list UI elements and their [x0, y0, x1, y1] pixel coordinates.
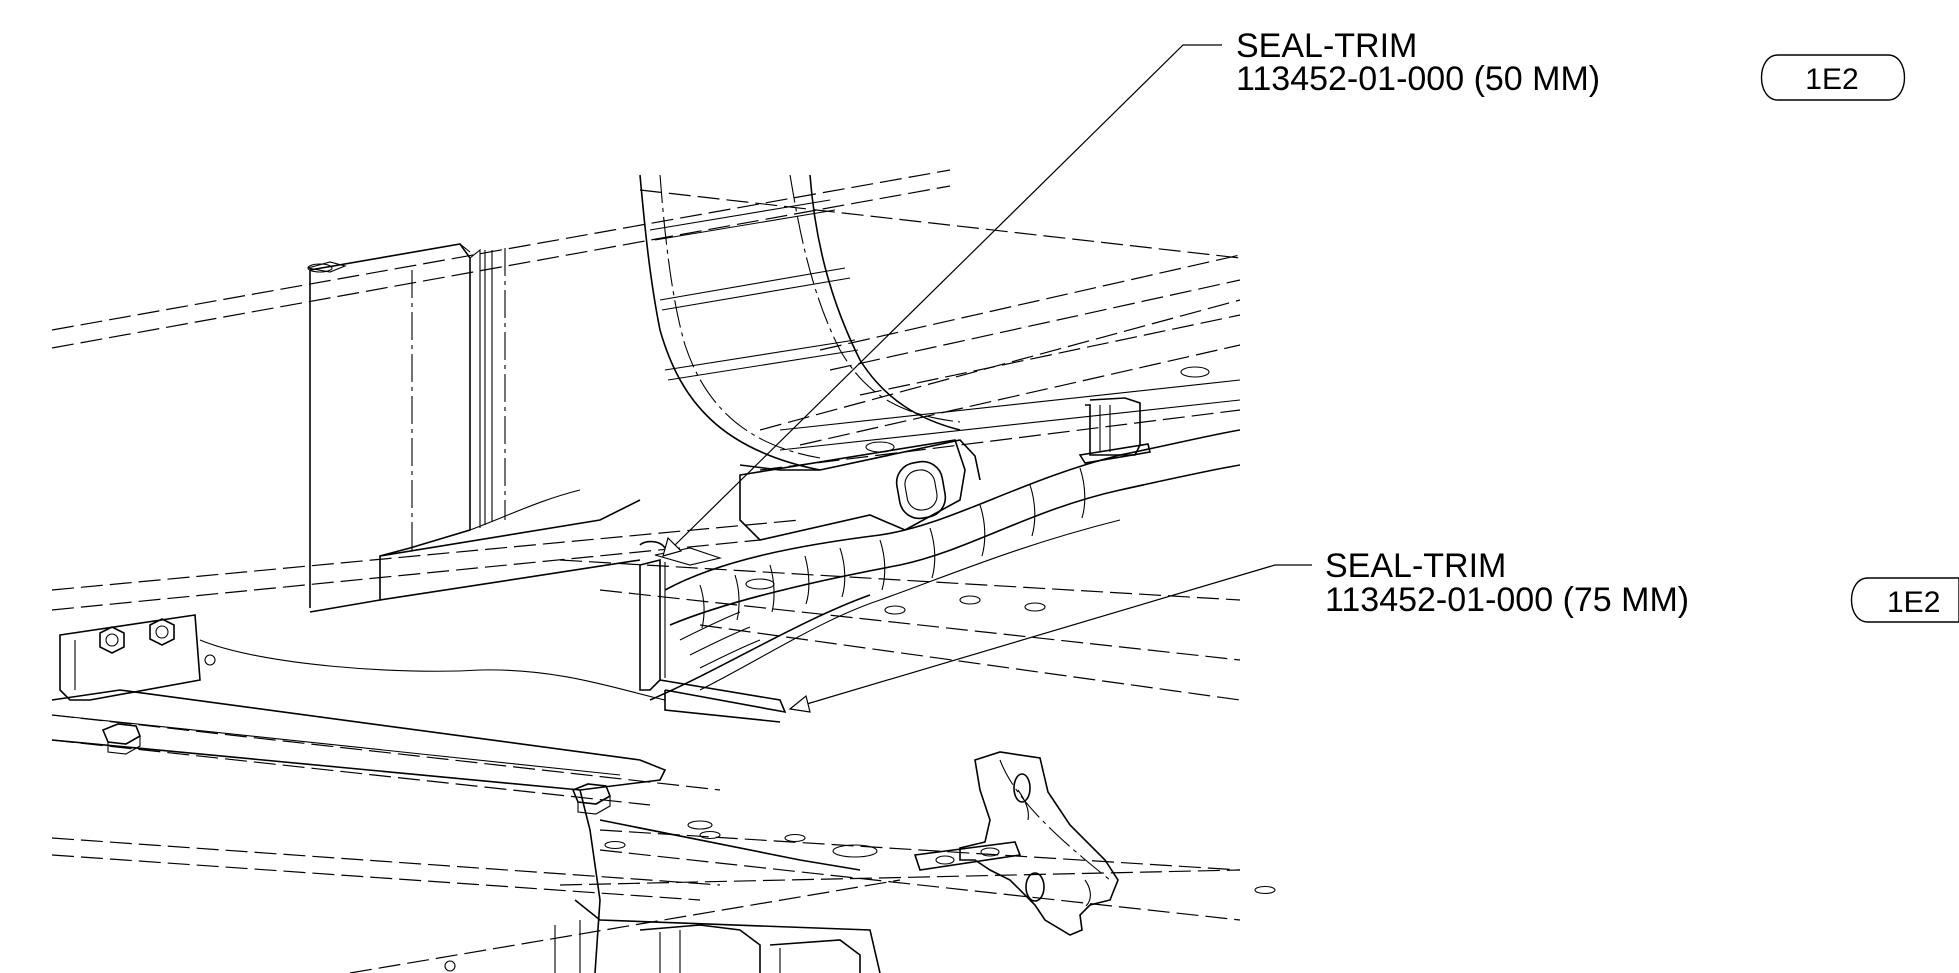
leader-arrow-50mm [662, 536, 683, 557]
curved-duct [639, 174, 981, 481]
slot-bracket [739, 439, 966, 541]
leader-line-75mm [799, 564, 1312, 707]
callout-50mm: SEAL-TRIM 113452-01-000 (50 MM) 1E2 [662, 27, 1906, 557]
balloon-label-50mm: 1E2 [1805, 63, 1858, 96]
rail-tab [1078, 397, 1151, 464]
upper-rail-hidden-lines [51, 169, 1241, 973]
floor-panel [51, 614, 881, 973]
latch-bracket [913, 751, 1119, 936]
balloon-75mm [1850, 577, 1959, 623]
callout-part-75mm: 113452-01-000 (75 MM) [1325, 581, 1689, 619]
upper-right-hidden [779, 254, 1241, 451]
leader-line-50mm [671, 44, 1222, 549]
callout-name-75mm: SEAL-TRIM [1325, 547, 1506, 585]
upper-frame-member [307, 243, 641, 613]
hex-bolts [99, 618, 612, 972]
leader-arrow-75mm [788, 694, 811, 713]
callout-75mm: SEAL-TRIM 113452-01-000 (75 MM) 1E2 [788, 547, 1959, 713]
frame-geometry [51, 169, 1276, 973]
balloon-50mm [1760, 54, 1906, 101]
seal-trim-tube [649, 429, 1241, 701]
panel-holes [307, 263, 1276, 895]
callout-name-50mm: SEAL-TRIM [1236, 27, 1417, 65]
balloon-label-75mm: 1E2 [1887, 586, 1940, 619]
callout-part-50mm: 113452-01-000 (50 MM) [1236, 60, 1600, 98]
